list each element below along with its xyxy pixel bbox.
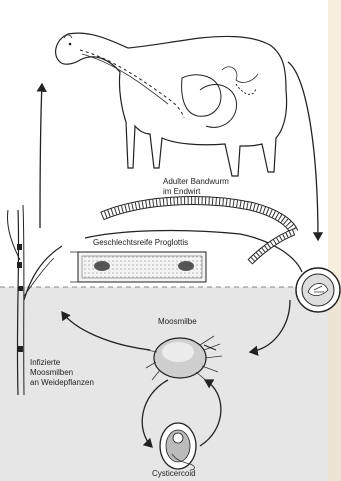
label-infected-2: Moosmilben <box>30 368 73 377</box>
page-edge <box>328 0 341 481</box>
label-proglottid: Geschlechtsreife Proglottis <box>93 238 188 247</box>
label-mite: Moosmilbe <box>158 317 197 326</box>
cysticercoid-larva <box>160 423 196 470</box>
label-adult-tapeworm-1: Adulter Bandwurm <box>163 177 229 186</box>
label-infected-3: an Weidepflanzen <box>30 378 94 387</box>
egg-illustration <box>296 268 340 312</box>
label-cysticercoid: Cysticercoid <box>152 469 196 478</box>
label-adult-tapeworm-2: im Endwirt <box>163 187 201 196</box>
proglottid-segment <box>70 252 206 282</box>
label-infected-1: Infizierte <box>30 358 61 367</box>
